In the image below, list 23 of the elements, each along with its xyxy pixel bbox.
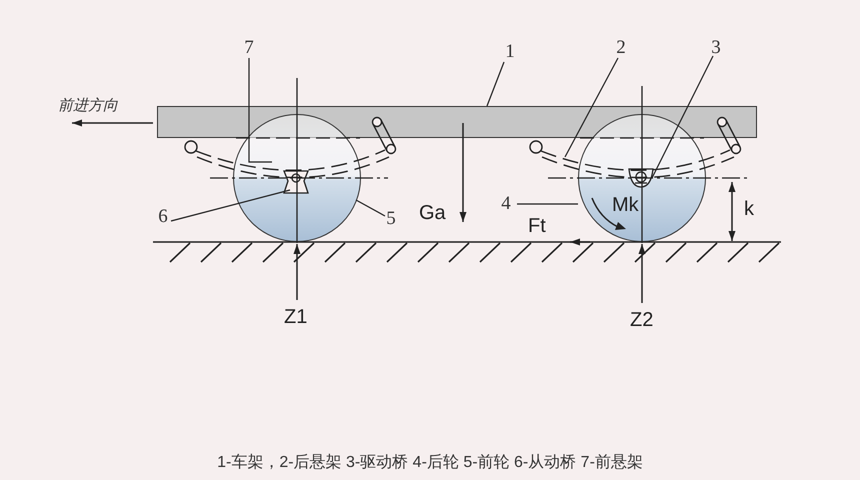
force-label: Ga [419, 202, 446, 224]
force-label: Ft [528, 215, 546, 237]
moment-label: Mk [612, 194, 639, 216]
axle-drawing [628, 168, 654, 188]
caption: 1-车架，2-后悬架 3-驱动桥 4-后轮 5-前轮 6-从动桥 7-前悬架 [217, 454, 643, 471]
leader-line [486, 62, 505, 106]
callout-number: 6 [156, 207, 170, 229]
callout-number: 2 [614, 38, 628, 60]
callout-number: 1 [503, 42, 517, 64]
direction-label: 前进方向 [58, 96, 118, 115]
force-label: Z1 [284, 306, 308, 328]
callout-number: 7 [242, 38, 256, 60]
leader-line [248, 58, 272, 163]
callout-number: 3 [709, 38, 723, 60]
leader-line [564, 58, 619, 158]
leader-line [651, 56, 714, 178]
leader-line [170, 189, 290, 222]
leader-line [517, 203, 578, 205]
leader-line [356, 199, 386, 217]
dimension-label: k [744, 198, 754, 220]
force-label: Z2 [630, 309, 654, 331]
callout-number: 5 [384, 209, 398, 231]
callout-number: 4 [499, 194, 513, 216]
